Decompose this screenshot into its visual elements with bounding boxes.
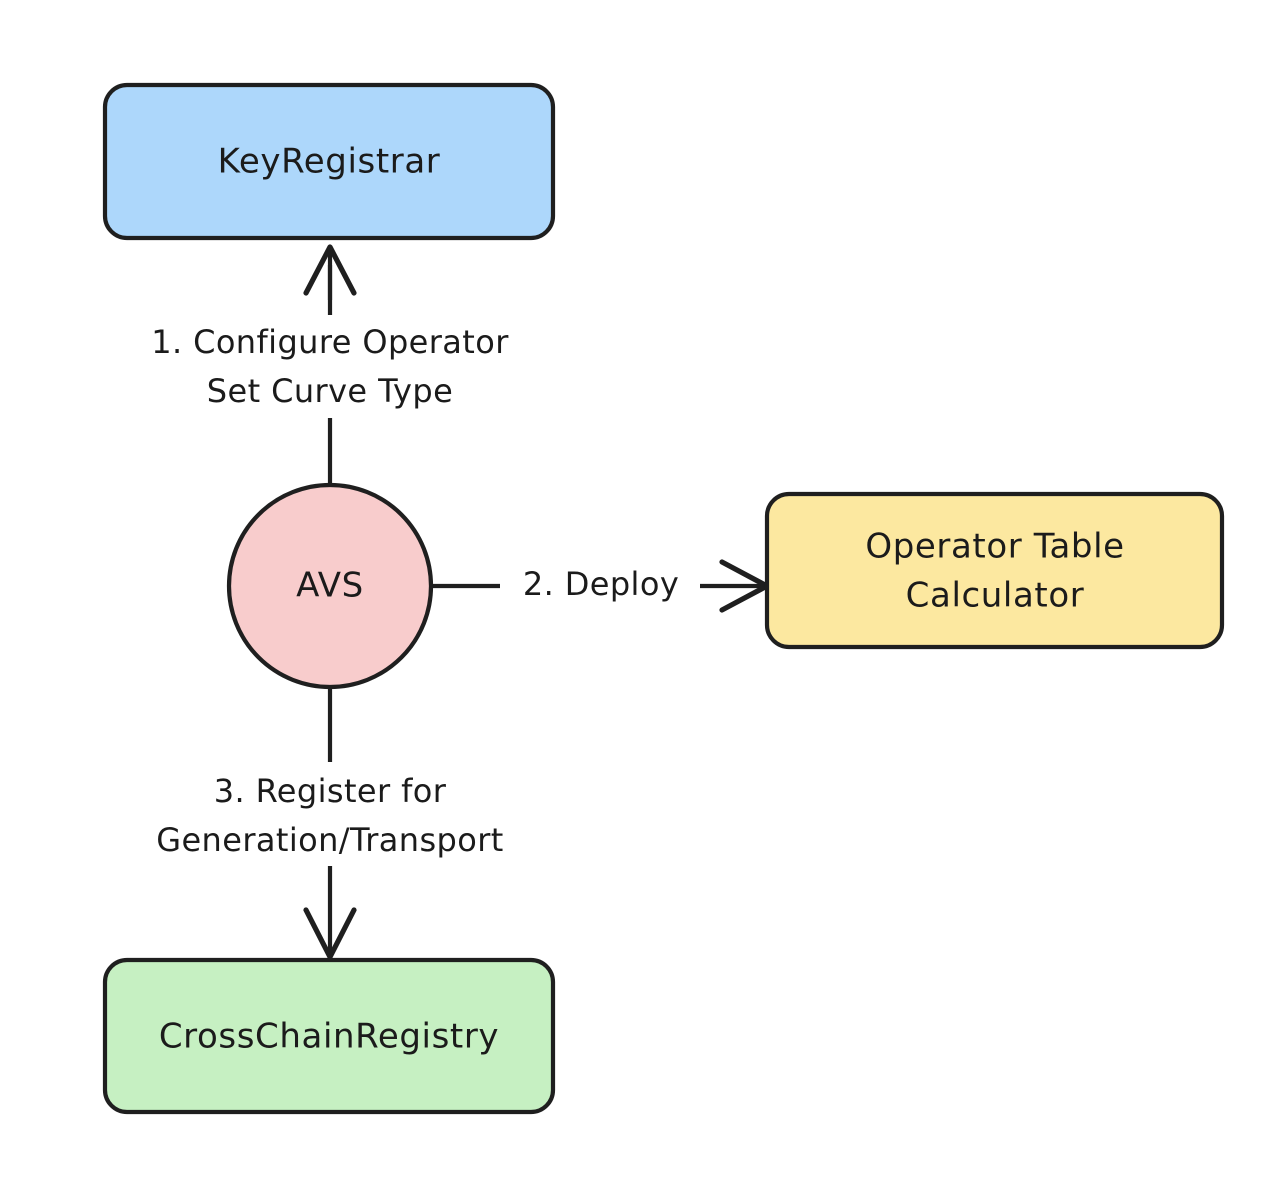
node-keyregistrar-shape[interactable] <box>102 82 556 241</box>
edge-3-label-line2: Generation/Transport <box>156 821 503 859</box>
node-crosschainregistry-label: CrossChainRegistry <box>159 1017 499 1057</box>
node-operator-table-calculator-label-line1: Operator Table <box>865 527 1124 567</box>
node-avs-shape[interactable] <box>226 482 434 690</box>
edge-3-label: 3. Register for Generation/Transport <box>156 772 503 859</box>
edge-2-label: 2. Deploy <box>523 565 679 603</box>
node-crosschainregistry-shape[interactable] <box>102 957 556 1115</box>
node-keyregistrar[interactable]: KeyRegistrar <box>102 82 556 241</box>
node-keyregistrar-label: KeyRegistrar <box>218 142 441 182</box>
edge-1-label: 1. Configure Operator Set Curve Type <box>151 323 509 410</box>
node-operator-table-calculator[interactable]: Operator Table Calculator <box>764 491 1225 650</box>
edge-1-label-line1: 1. Configure Operator <box>151 323 509 361</box>
node-crosschainregistry[interactable]: CrossChainRegistry <box>102 957 556 1115</box>
edge-3-label-line1: 3. Register for <box>214 772 447 810</box>
edge-2-label-line1: 2. Deploy <box>523 565 679 603</box>
edge-avs-to-keyregistrar <box>303 244 357 485</box>
node-avs[interactable]: AVS <box>226 482 434 690</box>
node-operator-table-calculator-shape[interactable] <box>764 491 1225 650</box>
edge-3-arrowhead <box>303 907 357 960</box>
edge-avs-to-crosschainregistry <box>303 687 357 960</box>
node-operator-table-calculator-label-line2: Calculator <box>906 576 1085 616</box>
node-avs-label: AVS <box>296 566 364 606</box>
edge-1-label-line2: Set Curve Type <box>207 372 453 410</box>
